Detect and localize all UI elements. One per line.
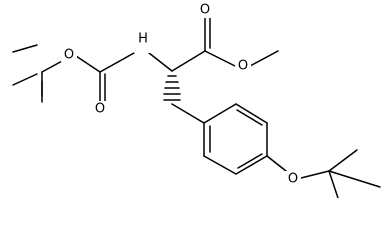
bond-alpha-to-beta-hashed <box>163 75 181 101</box>
bond-tbu-ether-me2 <box>328 170 381 188</box>
bond-ring-to-ether-o <box>266 155 287 172</box>
chemical-structure: O O H N O O O <box>12 2 381 198</box>
atom-nh-h: H <box>138 32 148 47</box>
bond-carbamate-c-to-nh <box>99 52 135 73</box>
bond-ester-o-to-carbamate <box>75 55 101 73</box>
bond-ring-3-4-inner <box>237 153 263 169</box>
bond-ring-5-6 <box>235 103 268 124</box>
bond-nh-to-alpha <box>148 52 173 72</box>
bond-ring-6-1 <box>203 103 237 124</box>
bond-tbu-ether-me1 <box>328 149 358 172</box>
bond-ring-2-3 <box>203 155 237 175</box>
bond-ring-3-4 <box>235 155 268 175</box>
bond-methoxy-o-to-me <box>249 50 279 67</box>
bond-ether-o-to-tbu-c <box>300 170 330 179</box>
atom-methoxy-o: O <box>238 59 248 74</box>
bond-alpha-to-ester-c <box>171 50 206 72</box>
bond-tbu-ester-me2 <box>12 73 38 86</box>
bond-tbu-ester-me1 <box>12 44 38 53</box>
atom-ester-carbonyl-o: O <box>200 3 210 18</box>
bond-tbu-ether-me3 <box>328 170 339 198</box>
bond-tbu-ester-c-to-o <box>41 59 65 73</box>
bond-ester-c-to-methoxy-o <box>204 50 236 67</box>
atom-ester-o: O <box>64 48 74 63</box>
bond-beta-to-ring <box>171 103 205 124</box>
atom-carbamate-o: O <box>95 102 105 117</box>
bond-ring-5-6-inner <box>236 109 263 126</box>
atom-ether-o: O <box>288 172 298 187</box>
